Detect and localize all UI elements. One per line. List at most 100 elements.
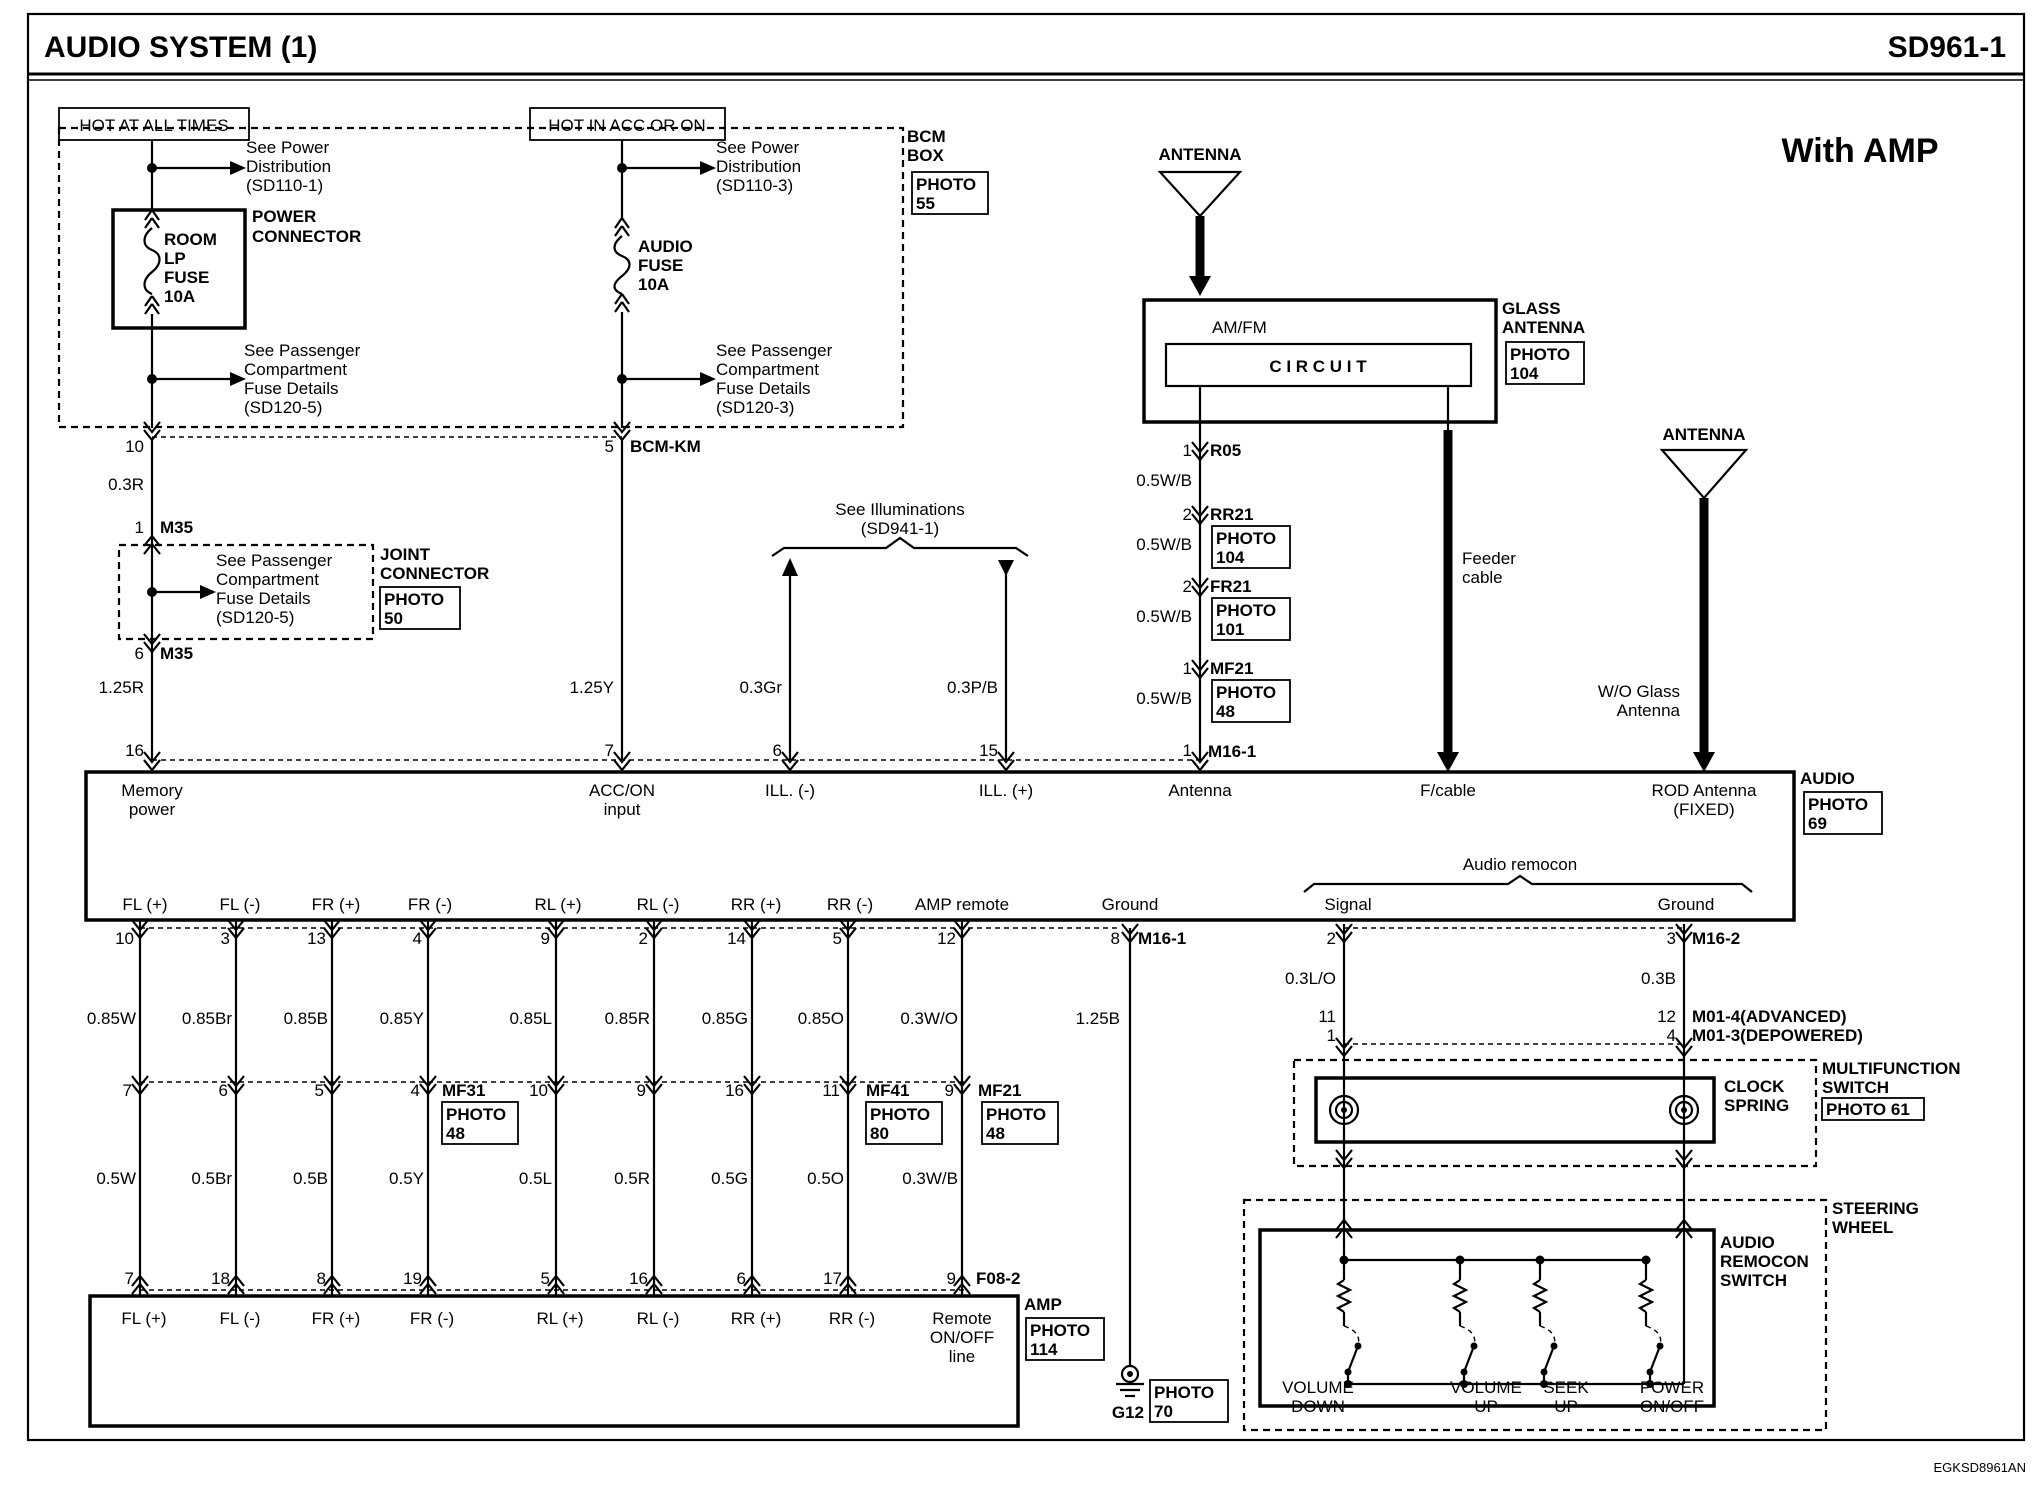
- speaker-wire-lower-5: 0.5R: [614, 1169, 650, 1188]
- audio-top-chevron-3: [997, 751, 1015, 772]
- hot-at-all-times-box: [58, 107, 250, 141]
- antenna-photo-label-1: PHOTO: [1216, 529, 1276, 548]
- speaker-wire-upper-7: 0.85O: [798, 1009, 844, 1028]
- amp-photo-box: [1025, 1317, 1105, 1361]
- antenna-conn-name-2: FR21: [1210, 577, 1252, 596]
- speaker-amp-pin-4: 5: [541, 1269, 550, 1288]
- speaker-wire-lower-0: 0.5W: [96, 1169, 136, 1188]
- speaker-top-chevron-4: [547, 919, 565, 940]
- mf41-photo-num: 80: [870, 1124, 889, 1143]
- glass-photo-box: [1505, 341, 1585, 385]
- steering-wheel-outline: [1242, 1198, 1828, 1432]
- pin-10-label: 10: [125, 437, 144, 456]
- bcm-box-label-1: BCM: [907, 127, 946, 146]
- room-fuse-label-4: 10A: [164, 287, 195, 306]
- remocon-resistor-1: [1451, 1279, 1469, 1313]
- room-fuse-label-2: LP: [164, 249, 186, 268]
- wo-glass-1: W/O Glass: [1598, 682, 1680, 701]
- m35-top-label: M35: [160, 518, 193, 537]
- audio-bottom-label-5: RL (-): [637, 895, 680, 914]
- speaker-audio-pin-8: 12: [937, 929, 956, 948]
- audio-fuse-top-chevron: [614, 217, 630, 237]
- speaker-mid-pin-5: 9: [637, 1081, 646, 1100]
- speaker-amp-chevron-8: [953, 1274, 971, 1295]
- illum-brace: [771, 536, 1029, 557]
- ground-photo-label: PHOTO: [1154, 1383, 1214, 1402]
- mf21-photo-num: 48: [986, 1124, 1005, 1143]
- amp-label-2: FR (+): [312, 1309, 361, 1328]
- wire-125y-label: 1.25Y: [570, 678, 614, 697]
- see-pcf3-3: Fuse Details: [716, 379, 810, 398]
- glass-antenna-2: ANTENNA: [1502, 318, 1585, 337]
- room-fuse-box: [111, 208, 247, 330]
- audio-top-label-1-1: input: [604, 800, 641, 819]
- multifunction-switch-outline: [1292, 1058, 1818, 1168]
- see-pd3-1: See Power: [716, 138, 799, 157]
- clock-spring-2: SPRING: [1724, 1096, 1789, 1115]
- speaker-amp-pin-5: 16: [629, 1269, 648, 1288]
- clock-spring-coil-left: [1328, 1094, 1360, 1126]
- circuit-box: [1164, 342, 1473, 388]
- remocon-resistor-0: [1335, 1279, 1353, 1313]
- clock-spring-coil-left-center: [1341, 1107, 1347, 1113]
- audio-bottom-label-8: AMP remote: [915, 895, 1009, 914]
- wire-125r-label: 1.25R: [99, 678, 144, 697]
- bcm-photo-box: [911, 171, 989, 215]
- remocon-node-bottom-3: [1646, 1380, 1654, 1388]
- speaker-top-chevron-3: [419, 919, 437, 940]
- m35-pin1: 1: [135, 518, 144, 537]
- audio-top-label-0-1: power: [129, 800, 176, 819]
- remocon-dotted-1: [1459, 1325, 1476, 1347]
- m16-2-label: M16-2: [1692, 929, 1740, 948]
- audio-top-label-5-0: F/cable: [1420, 781, 1476, 800]
- audio-bottom-label-3: FR (-): [408, 895, 452, 914]
- audio-fuse-element: [613, 235, 631, 296]
- speaker-amp-pin-0: 7: [125, 1269, 134, 1288]
- speaker-amp-chevron-1: [227, 1274, 245, 1295]
- amp-label-4: RL (+): [536, 1309, 583, 1328]
- antenna-conn-pin-1: 2: [1183, 505, 1192, 524]
- amp-label-0: FL (+): [121, 1309, 166, 1328]
- clock-spring-out-left: [1335, 1149, 1353, 1170]
- variant-label: With AMP: [1781, 132, 1938, 170]
- feeder-2: cable: [1462, 568, 1503, 587]
- see-pd1-line1: See Power: [246, 138, 329, 157]
- bcm-box-outline: [57, 126, 905, 429]
- audio-remocon-label: Audio remocon: [1463, 855, 1577, 874]
- joint-connector-outline: [117, 543, 375, 641]
- mf31-photo-label: PHOTO: [446, 1105, 506, 1124]
- speaker-amp-chevron-6: [743, 1274, 761, 1295]
- arrow-see-pcf3: [700, 372, 716, 386]
- signal-pin2-chevron: [1335, 923, 1353, 944]
- audio-top-chevron-1: [613, 751, 631, 772]
- speaker-audio-pin-4: 9: [541, 929, 550, 948]
- remocon-button-3-line1: POWER: [1640, 1378, 1704, 1397]
- audio-photo-num: 69: [1808, 814, 1827, 833]
- audio-bottom-label-0: FL (+): [122, 895, 167, 914]
- speaker-amp-pin-8: 9: [947, 1269, 956, 1288]
- speaker-audio-pin-0: 10: [115, 929, 134, 948]
- page-title: AUDIO SYSTEM (1): [44, 31, 317, 64]
- mf31-photo-num: 48: [446, 1124, 465, 1143]
- speaker-wire-lower-6: 0.5G: [711, 1169, 748, 1188]
- speaker-wire-upper-2: 0.85B: [284, 1009, 328, 1028]
- antenna-conn-chevron-0: [1191, 441, 1209, 462]
- glass-antenna-1: GLASS: [1502, 299, 1561, 318]
- remocon-pin2: 2: [1327, 929, 1336, 948]
- speaker-audio-pin-7: 5: [833, 929, 842, 948]
- page-code: SD961-1: [1888, 31, 2006, 64]
- see-illum-2: (SD941-1): [861, 519, 939, 538]
- speaker-top-chevron-6: [743, 919, 761, 940]
- remocon-node-bottom-0: [1344, 1380, 1352, 1388]
- joint-photo-label: PHOTO: [384, 590, 444, 609]
- joint-photo-num: 50: [384, 609, 403, 628]
- see-pd3-3: (SD110-3): [716, 176, 793, 195]
- remocon-switch-1: AUDIO: [1720, 1233, 1775, 1252]
- audio-fuse-3: 10A: [638, 275, 669, 294]
- ground-photo-box: [1149, 1379, 1229, 1423]
- remocon-switch-blade-1: [1462, 1345, 1476, 1373]
- see-joint-2: Compartment: [216, 570, 319, 589]
- remocon-pin1: 1: [1327, 1026, 1336, 1045]
